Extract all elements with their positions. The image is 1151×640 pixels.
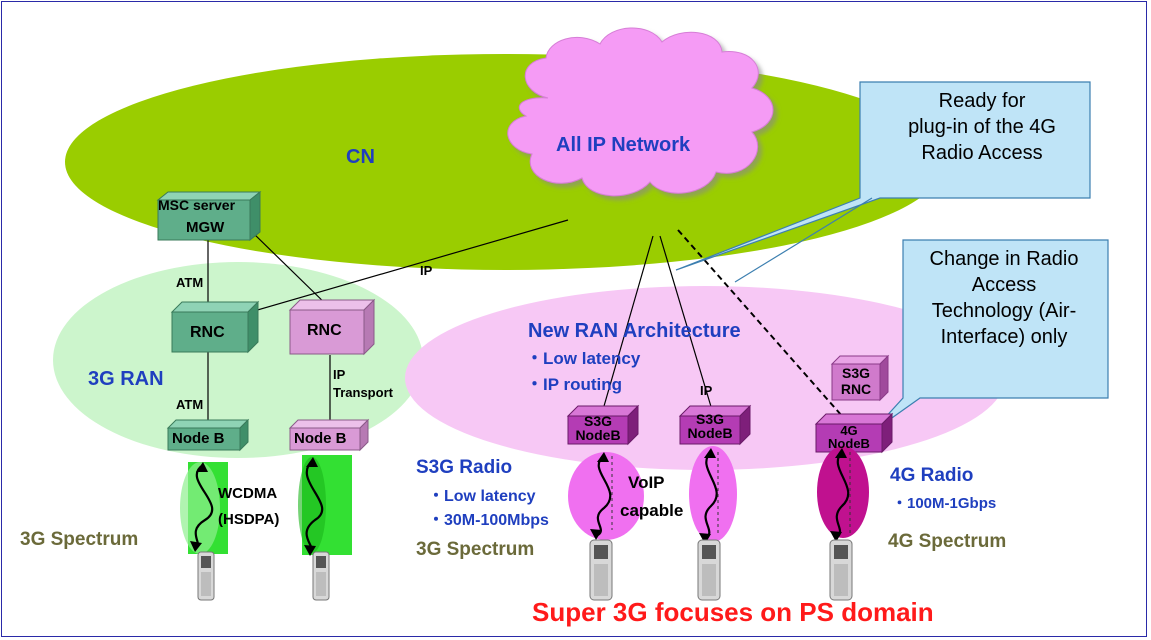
atm-bottom-label: ATM — [176, 397, 204, 412]
spectrum-glow-ip — [298, 457, 326, 553]
callout-bottom-text: Change in Radio Access Technology (Air- … — [904, 246, 1104, 350]
nodeb-4g-line2: NodeB — [828, 436, 870, 451]
nodeb-3g-label: Node B — [172, 430, 225, 447]
radio-wave-heads — [190, 448, 847, 556]
box-s3g-rnc — [830, 354, 890, 402]
ip-transport-label-2: Transport — [333, 385, 393, 400]
nodeb-4g-label: 4G NodeB — [816, 424, 882, 450]
callout-top-line2: plug-in of the 4G — [908, 116, 1056, 138]
s3g-nodeb-a-line1: S3G — [583, 413, 612, 429]
msc-server-label: MSC server — [158, 197, 236, 213]
mgw-label: MGW — [186, 219, 225, 236]
radio-dashed-lines — [611, 452, 851, 534]
radio-4g-label: 4G Radio — [890, 465, 974, 486]
radio-s3g-b — [689, 446, 737, 542]
box-nodeb-ip — [288, 418, 370, 452]
spectrum-4g-label: 4G Spectrum — [888, 531, 1007, 552]
s3g-nodeb-b-line1: S3G — [695, 411, 724, 427]
s3g-rnc-label: S3G RNC — [832, 366, 880, 396]
callout-bottom-line2: Access — [971, 274, 1037, 296]
s3g-rnc-label-line1: S3G — [841, 365, 870, 381]
new-ran-bullet-1: ・Low latency — [526, 349, 641, 368]
rnc-ip-label: RNC — [307, 322, 342, 339]
voip-label-2: capable — [620, 501, 684, 520]
callout-top-shape — [675, 81, 1091, 271]
s3g-nodeb-b-label: S3G NodeB — [680, 412, 740, 440]
wcdma-label-2: (HSDPA) — [218, 511, 280, 528]
s3g-radio-bullet-2: ・30M-100Mbps — [428, 512, 549, 529]
s3g-rnc-label-line2: RNC — [840, 381, 872, 397]
footer-caption: Super 3G focuses on PS domain — [532, 597, 934, 627]
ran-3g-label: 3G RAN — [88, 368, 164, 390]
cn-label: CN — [346, 146, 375, 168]
spectrum-3g-left-label: 3G Spectrum — [20, 529, 139, 550]
callout-top-text: Ready for plug-in of the 4G Radio Access — [880, 88, 1084, 166]
s3g-radio-label: S3G Radio — [416, 457, 513, 478]
ip-new-label: IP — [700, 383, 713, 398]
s3g-radio-bullet-1: ・Low latency — [428, 488, 536, 505]
nodeb-4g-line1: 4G — [840, 423, 858, 438]
rnc-3g-label: RNC — [190, 324, 225, 341]
box-mgw — [156, 190, 262, 242]
box-nodeb-3g — [166, 418, 250, 452]
ip-link-label: IP — [420, 263, 433, 278]
atm-top-label: ATM — [176, 275, 204, 290]
radio-waves — [194, 451, 850, 553]
radio-s3g-a — [568, 452, 644, 540]
voip-label-1: VoIP — [628, 473, 665, 492]
radio-4g-bullet-1: ・100M-1Gbps — [892, 495, 997, 512]
callout-bottom-shape — [871, 239, 1109, 433]
callout-top-line1: Ready for — [938, 90, 1026, 112]
phone-icons — [197, 539, 853, 601]
all-ip-cloud — [507, 27, 774, 197]
spectrum-glow-wcdma — [180, 462, 220, 554]
callout-bottom-line4: Interface) only — [940, 326, 1068, 348]
callout-top-line3: Radio Access — [921, 142, 1043, 164]
radio-4g — [817, 446, 869, 538]
box-rnc-ip — [288, 298, 376, 356]
box-rnc-3g — [170, 300, 260, 354]
s3g-nodeb-b-line2: NodeB — [687, 425, 733, 441]
s3g-nodeb-a-label: S3G NodeB — [568, 414, 628, 442]
callout-top-connector — [734, 197, 873, 283]
nodeb-ip-label: Node B — [294, 430, 347, 447]
box-4g-nodeb — [814, 412, 894, 454]
ip-transport-label-1: IP — [333, 367, 346, 382]
wcdma-label-1: WCDMA — [218, 485, 278, 502]
box-s3g-nodeb-b — [678, 404, 752, 446]
link-lines — [207, 219, 851, 428]
s3g-nodeb-a-line2: NodeB — [575, 427, 621, 443]
spectrum-3g-mid-label: 3G Spectrum — [416, 539, 535, 560]
callout-bottom-line3: Technology (Air- — [931, 300, 1077, 322]
callout-bottom-line1: Change in Radio — [929, 248, 1079, 270]
new-ran-bullet-2: ・IP routing — [526, 375, 623, 394]
all-ip-label: All IP Network — [556, 134, 691, 156]
new-ran-title: New RAN Architecture — [528, 320, 741, 342]
box-s3g-nodeb-a — [566, 404, 640, 446]
